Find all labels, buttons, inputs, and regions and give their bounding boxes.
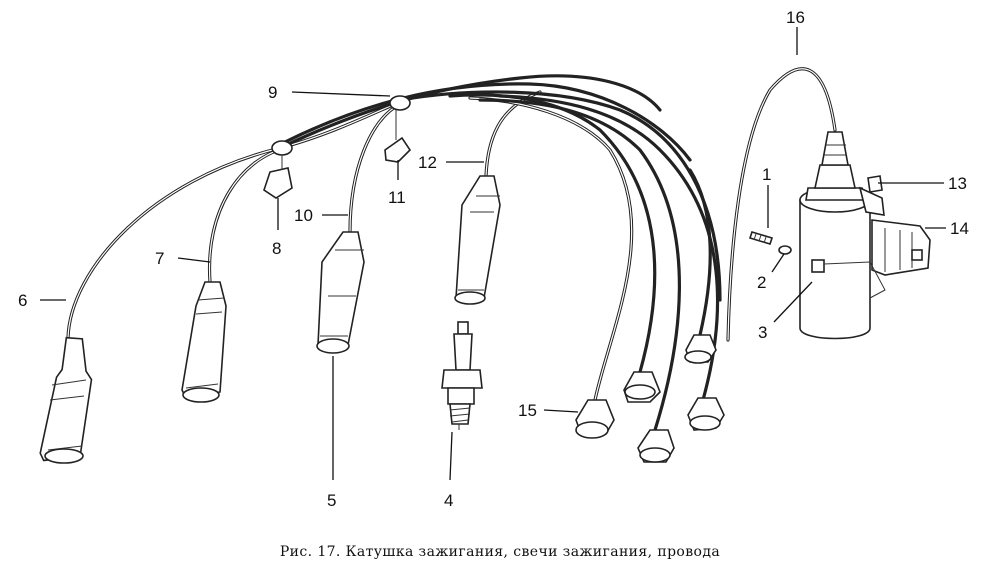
callout-4: 4	[444, 491, 453, 510]
plug-cap-15e	[684, 334, 717, 364]
callout-11: 11	[388, 188, 406, 207]
callout-15: 15	[518, 401, 537, 420]
figure-caption: Рис. 17. Катушка зажигания, свечи зажига…	[279, 544, 721, 560]
plug-cap-12	[454, 175, 501, 305]
coil-screw	[748, 231, 774, 245]
plug-cap-15	[575, 399, 615, 439]
callout-8: 8	[272, 239, 281, 258]
callout-5: 5	[327, 491, 336, 510]
plug-cap-15b	[623, 371, 661, 403]
coil-washer	[778, 245, 792, 255]
coil-tower	[821, 131, 849, 166]
callout-2: 2	[757, 273, 766, 292]
leader-lines	[40, 27, 946, 481]
wire-clip-11	[384, 136, 412, 163]
callout-9: 9	[268, 83, 277, 102]
ignition-coil	[799, 131, 931, 340]
coil-bracket	[871, 219, 931, 276]
spark-plug	[441, 321, 483, 430]
callout-3: 3	[758, 323, 767, 342]
wire-harness	[66, 67, 837, 432]
plug-cap-7	[181, 281, 227, 403]
callout-12: 12	[418, 153, 437, 172]
wire-holder-left	[271, 140, 293, 156]
clamp-screw	[811, 259, 825, 273]
callout-labels: 1 2 3 4 5 6 7 8 9 10 11 12 13 14 15 16	[18, 8, 969, 510]
callout-14: 14	[950, 219, 969, 238]
wire-clip-8	[263, 167, 293, 199]
plug-cap-6	[39, 336, 93, 464]
plug-cap-15d	[687, 397, 725, 431]
wire-holder-9	[389, 95, 411, 111]
plug-cap-15c	[637, 429, 675, 463]
callout-7: 7	[155, 249, 164, 268]
callout-13: 13	[948, 174, 967, 193]
callout-1: 1	[762, 165, 771, 184]
wire-holders	[263, 95, 412, 199]
callout-10: 10	[294, 206, 313, 225]
plug-cap-10	[316, 231, 365, 354]
callout-16: 16	[786, 8, 805, 27]
spark-plug-caps	[39, 175, 725, 464]
callout-6: 6	[18, 291, 27, 310]
